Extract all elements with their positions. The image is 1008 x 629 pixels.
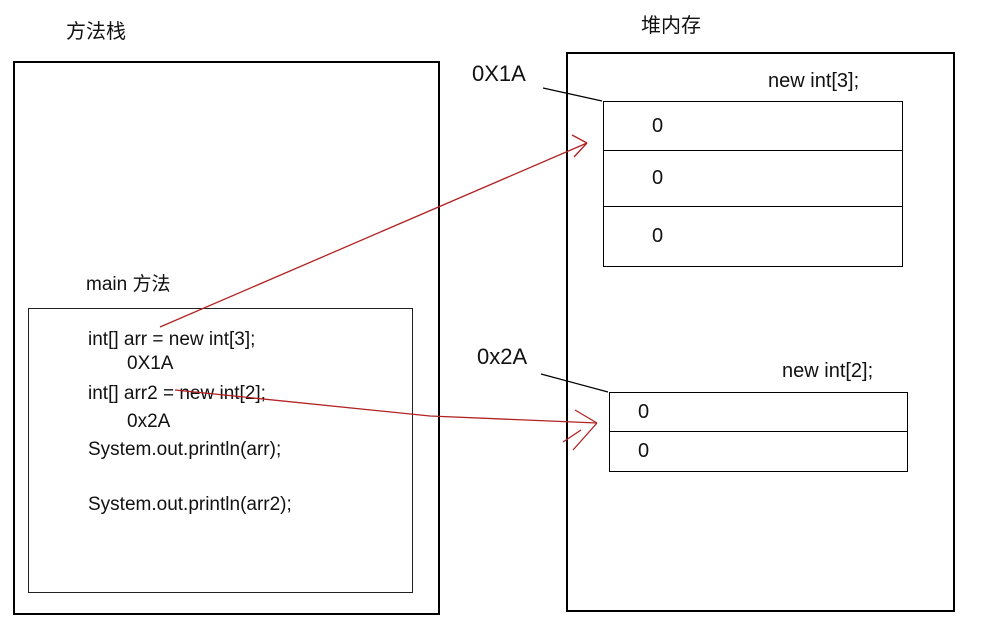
array1-address-label: 0X1A — [472, 61, 526, 86]
code-line-println-arr: System.out.println(arr); — [88, 439, 282, 460]
array2-address-label: 0x2A — [477, 344, 528, 369]
array1-cell-1: 0 — [604, 151, 902, 207]
array1-box: 0 0 0 — [603, 101, 903, 267]
array2-cell-0: 0 — [610, 393, 907, 432]
code-line-arr2-address: 0x2A — [127, 411, 171, 432]
array2-cell-1: 0 — [610, 432, 907, 471]
array1-cell-2: 0 — [604, 207, 902, 266]
array2-declaration-label: new int[2]; — [782, 360, 874, 382]
stack-box — [13, 61, 440, 615]
array1-cell-0: 0 — [604, 102, 902, 151]
heap-title: 堆内存 — [641, 15, 701, 37]
code-line-arr-address: 0X1A — [127, 353, 174, 374]
stack-title: 方法栈 — [66, 21, 126, 43]
array2-box: 0 0 — [609, 392, 908, 472]
main-method-label: main 方法 — [86, 274, 171, 295]
code-line-arr-declaration: int[] arr = new int[3]; — [88, 329, 256, 350]
array1-cell-2-value: 0 — [652, 225, 664, 247]
array2-cell-0-value: 0 — [638, 400, 650, 423]
code-line-arr2-declaration: int[] arr2 = new int[2]; — [88, 383, 266, 404]
array2-cell-1-value: 0 — [638, 440, 650, 462]
array1-cell-1-value: 0 — [652, 167, 664, 189]
code-line-println-arr2: System.out.println(arr2); — [88, 494, 292, 515]
array1-cell-0-value: 0 — [652, 114, 664, 137]
heap-box — [566, 52, 955, 612]
array1-declaration-label: new int[3]; — [768, 70, 860, 92]
